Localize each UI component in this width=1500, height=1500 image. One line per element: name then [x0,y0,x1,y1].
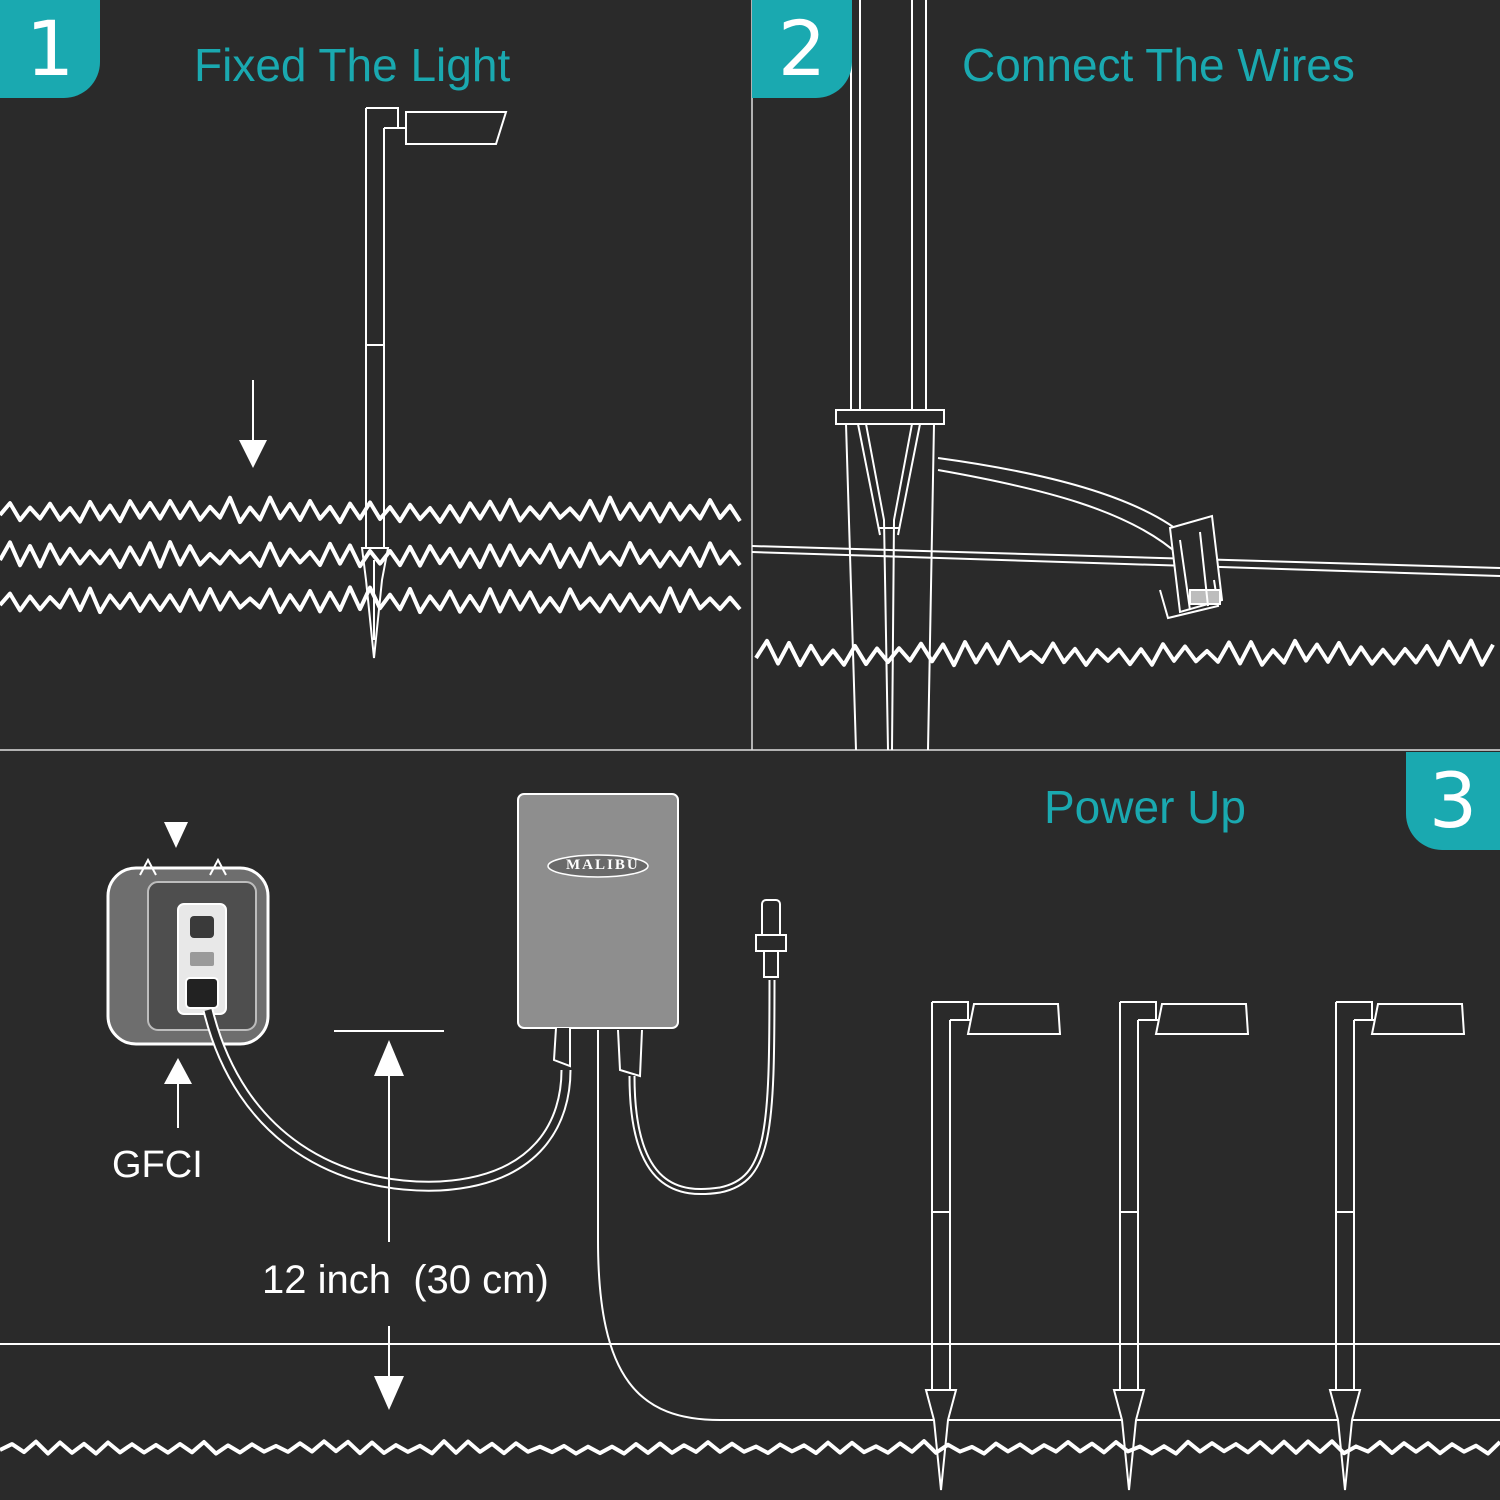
grass-line [0,540,742,570]
insert-arrow [239,380,267,468]
grass-line-panel-3 [0,1439,1500,1456]
panel-1-art [0,107,742,659]
step-badge-3: 3 [1406,752,1500,850]
transformer-box [517,793,679,1078]
step-title-1: Fixed The Light [194,39,511,91]
step-title-3: Power Up [1044,781,1246,833]
grass-line-panel-2 [754,638,1495,668]
step-number: 1 [25,4,75,93]
grass-line [0,495,742,525]
grass-line [0,1439,1500,1456]
transformer-brand: MALIBU [566,857,640,873]
step-title-2: Connect The Wires [962,39,1355,91]
panel-3-art [0,793,1500,1491]
step-number: 2 [777,4,827,93]
wire-connector [1159,514,1224,620]
step-badge-1: 1 [0,0,100,98]
path-light [1112,1001,1250,1491]
path-light [1328,1001,1466,1491]
gfci-outlet [106,857,270,1046]
panel-2-art [751,0,1500,751]
grass-lines-panel-1 [0,495,742,615]
distance-label: 12 inch (30 cm) [262,1258,549,1302]
path-light [924,1001,1062,1491]
path-light-panel-1 [360,107,508,659]
grass-line [754,638,1495,668]
step-badge-2: 2 [752,0,852,98]
path-lights-panel-3 [924,1001,1466,1491]
step-number: 3 [1428,756,1478,845]
grass-line [0,585,742,615]
gfci-label: GFCI [112,1144,203,1186]
panel-dividers [0,0,1500,751]
quick-connector [755,899,787,978]
